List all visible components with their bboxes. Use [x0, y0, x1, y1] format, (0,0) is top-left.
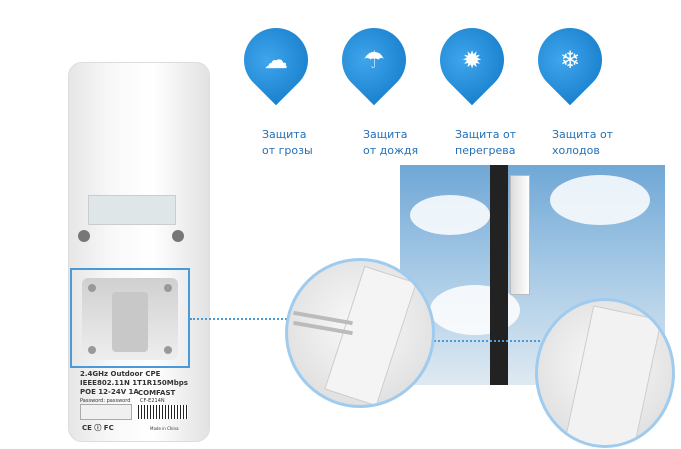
- led-panel: [88, 195, 176, 225]
- cpe-device-back: [68, 62, 210, 442]
- spec-line-3: POE 12-24V 1A: [80, 388, 139, 396]
- mount-hole-left: [78, 230, 90, 242]
- barcode: [138, 405, 188, 419]
- sun-heat-icon: ✹: [461, 46, 483, 74]
- connector-line: [190, 318, 290, 320]
- feature-caption: от дождя: [363, 144, 419, 157]
- snow-cold-icon: ❄: [559, 46, 581, 74]
- screw: [164, 284, 172, 292]
- bracket-center: [112, 292, 148, 352]
- password-text: Password: password: [80, 398, 131, 404]
- detail-circle-ports: [285, 258, 435, 408]
- feature-caption: Защита: [363, 128, 408, 141]
- origin-text: Made in China: [150, 426, 179, 431]
- mounting-pole: [490, 165, 508, 385]
- thunderstorm-icon: ☁: [264, 46, 288, 74]
- mount-bracket: [82, 278, 178, 360]
- brand-logo: COMFAST: [138, 389, 176, 397]
- spec-line-2: IEEE802.11N 1T1R150Mbps: [80, 379, 188, 387]
- cloud: [550, 175, 650, 225]
- feature-caption: перегрева: [455, 144, 516, 157]
- screw: [164, 346, 172, 354]
- detail-circle-leds: [535, 298, 675, 448]
- lan-ports: [80, 404, 132, 420]
- connector-line: [430, 340, 540, 342]
- screw: [88, 346, 96, 354]
- feature-caption: Защита: [262, 128, 307, 141]
- cloud: [410, 195, 490, 235]
- device-closeup: [324, 265, 417, 405]
- feature-caption: Защита от: [455, 128, 517, 141]
- spec-line-1: 2.4GHz Outdoor CPE: [80, 370, 161, 378]
- antenna-panel: [510, 175, 530, 295]
- feature-caption: от грозы: [262, 144, 313, 157]
- mount-hole-right: [172, 230, 184, 242]
- device-closeup: [564, 305, 662, 445]
- feature-caption: холодов: [552, 144, 600, 157]
- model-text: CF-E214N: [140, 398, 165, 404]
- cert-marks: CE ⓘ FC: [82, 424, 114, 432]
- screw: [88, 284, 96, 292]
- bracket-highlight: [70, 268, 190, 368]
- rain-icon: ☂: [363, 46, 385, 74]
- feature-caption: Защита от: [552, 128, 614, 141]
